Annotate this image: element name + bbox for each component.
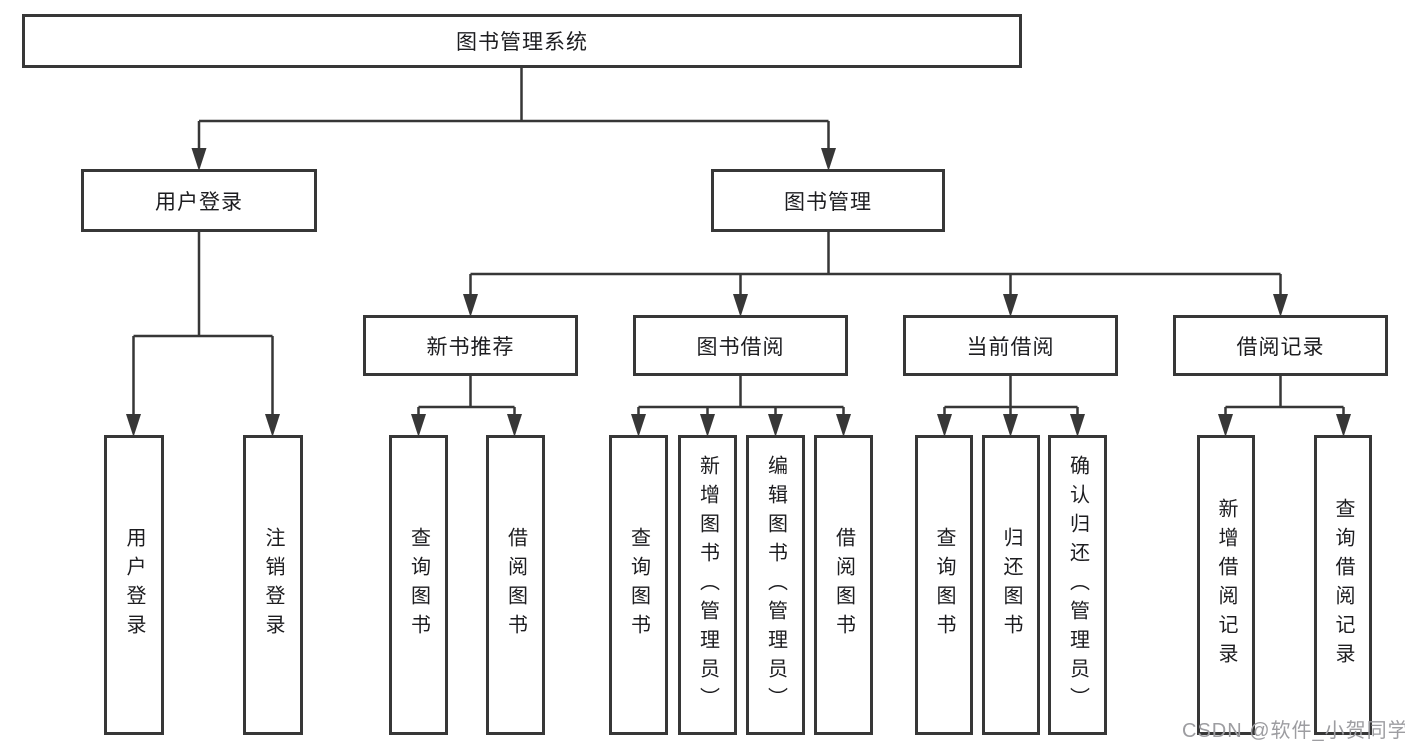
connector-userlogin-to-leaves <box>132 232 274 416</box>
arrow-down-icon <box>1003 294 1018 317</box>
node-label: 借阅图书 <box>504 527 527 643</box>
arrowheads <box>126 148 1351 437</box>
arrow-down-icon <box>507 414 522 437</box>
arrow-down-icon <box>126 414 141 437</box>
leaf-user-login: 用户登录 <box>104 435 164 735</box>
arrow-down-icon <box>937 414 952 437</box>
node-book-management: 图书管理 <box>711 169 945 232</box>
leaf-add-book-admin: 新增图书（管理员） <box>678 435 737 735</box>
node-label: 图书借阅 <box>696 335 785 359</box>
node-label: 借阅记录 <box>1236 335 1325 359</box>
arrow-down-icon <box>1070 414 1085 437</box>
node-label: 归还图书 <box>1000 527 1022 643</box>
node-current-borrowing: 当前借阅 <box>903 315 1118 376</box>
node-user-login: 用户登录 <box>81 169 317 232</box>
node-label: 确认归还（管理员） <box>1066 454 1089 716</box>
leaf-logout: 注销登录 <box>243 435 303 735</box>
node-borrowing-records: 借阅记录 <box>1173 315 1388 376</box>
node-library-management-system: 图书管理系统 <box>22 14 1022 68</box>
csdn-watermark: CSDN @软件_小贺同学 <box>1182 720 1405 742</box>
node-label: 编辑图书（管理员） <box>764 454 787 716</box>
connector-currentborrow-to-leaves <box>943 376 1079 416</box>
node-label: 查询图书 <box>407 527 430 643</box>
node-label: 新书推荐 <box>426 335 515 359</box>
connector-bookmgmt-to-level3 <box>469 232 1282 296</box>
leaf-query-books: 查询图书 <box>389 435 448 735</box>
node-label: 借阅图书 <box>832 527 855 643</box>
node-label: 查询图书 <box>933 527 955 643</box>
node-book-borrowing: 图书借阅 <box>633 315 848 376</box>
arrow-down-icon <box>821 148 836 171</box>
node-label: 新增图书（管理员） <box>696 454 719 716</box>
node-label: 用户登录 <box>155 190 243 214</box>
arrow-down-icon <box>836 414 851 437</box>
arrow-down-icon <box>631 414 646 437</box>
arrow-down-icon <box>265 414 280 437</box>
arrow-down-icon <box>1003 414 1018 437</box>
connector-bookborrow-to-leaves <box>637 376 845 416</box>
leaf-query-books: 查询图书 <box>609 435 668 735</box>
connector-newbook-to-leaves <box>417 376 516 416</box>
leaf-borrow-books: 借阅图书 <box>814 435 873 735</box>
leaf-add-borrow-record: 新增借阅记录 <box>1197 435 1255 735</box>
leaf-return-books: 归还图书 <box>982 435 1040 735</box>
leaf-confirm-return-admin: 确认归还（管理员） <box>1048 435 1107 735</box>
connector-records-to-leaves <box>1224 376 1345 416</box>
node-label: 图书管理 <box>784 190 872 214</box>
leaf-query-borrow-record: 查询借阅记录 <box>1314 435 1372 735</box>
leaf-borrow-books: 借阅图书 <box>486 435 545 735</box>
node-label: 新增借阅记录 <box>1215 498 1237 672</box>
arrow-down-icon <box>768 414 783 437</box>
arrow-down-icon <box>700 414 715 437</box>
arrow-down-icon <box>1336 414 1351 437</box>
arrow-down-icon <box>1273 294 1288 317</box>
arrow-down-icon <box>733 294 748 317</box>
node-label: 当前借阅 <box>966 335 1055 359</box>
node-label: 查询借阅记录 <box>1332 498 1354 672</box>
arrow-down-icon <box>1218 414 1233 437</box>
arrow-down-icon <box>191 148 207 171</box>
leaf-query-books: 查询图书 <box>915 435 973 735</box>
node-label: 图书管理系统 <box>456 31 588 54</box>
leaf-edit-book-admin: 编辑图书（管理员） <box>746 435 805 735</box>
node-label: 查询图书 <box>627 527 650 643</box>
connector-root-to-level2 <box>197 68 830 150</box>
node-new-book-recommendation: 新书推荐 <box>363 315 578 376</box>
arrow-down-icon <box>411 414 426 437</box>
node-label: 用户登录 <box>123 527 145 643</box>
arrow-down-icon <box>463 294 478 317</box>
node-label: 注销登录 <box>262 527 284 643</box>
